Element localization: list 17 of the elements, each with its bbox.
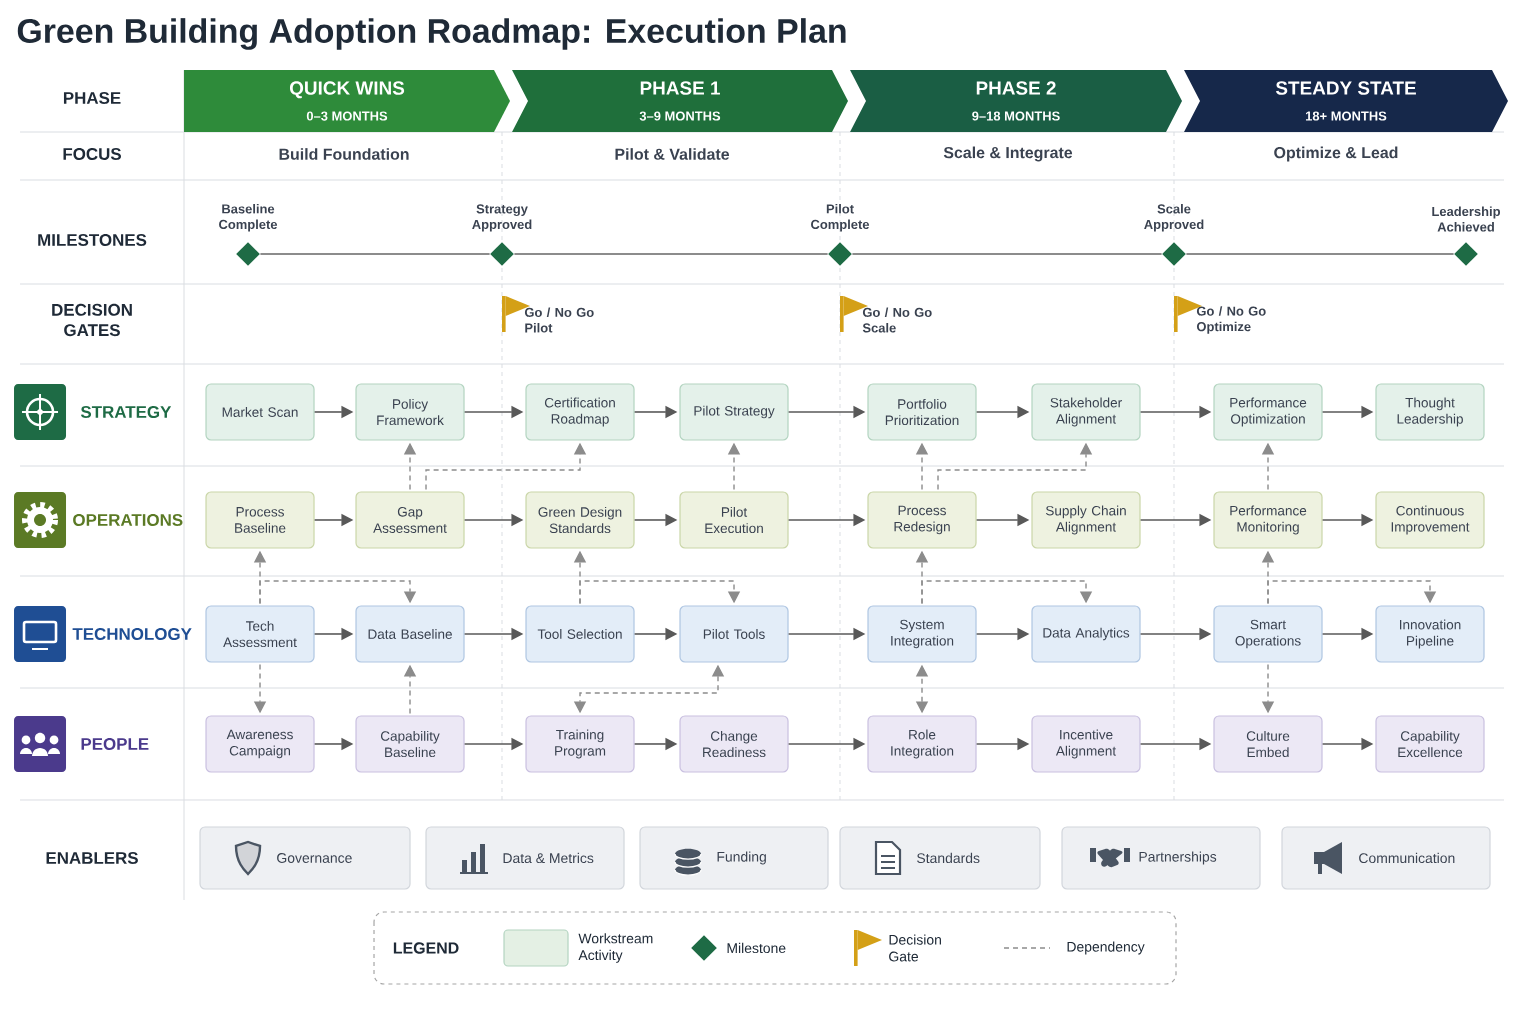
row-header: ENABLERS bbox=[46, 852, 138, 864]
workstream-label: OPERATIONS bbox=[73, 514, 183, 526]
title: Green Building Adoption Roadmap: Execution Plan bbox=[17, 18, 846, 50]
dependency-arrow bbox=[921, 580, 1093, 605]
dependency-arrow bbox=[579, 580, 741, 605]
dependency-arrow bbox=[259, 580, 417, 605]
row-header: PHASE bbox=[63, 92, 121, 104]
milestone-line bbox=[851, 253, 1163, 255]
milestone-line bbox=[513, 253, 829, 255]
workstream-label: STRATEGY bbox=[80, 406, 172, 418]
row-header: MILESTONES bbox=[38, 234, 147, 246]
milestone-line bbox=[1185, 253, 1455, 255]
workstream-label: PEOPLE bbox=[81, 738, 149, 750]
row-header: DECISION GATES bbox=[52, 303, 132, 337]
dependency-arrow bbox=[1267, 580, 1437, 605]
milestone-line bbox=[259, 253, 491, 255]
row-header: FOCUS bbox=[63, 148, 121, 160]
